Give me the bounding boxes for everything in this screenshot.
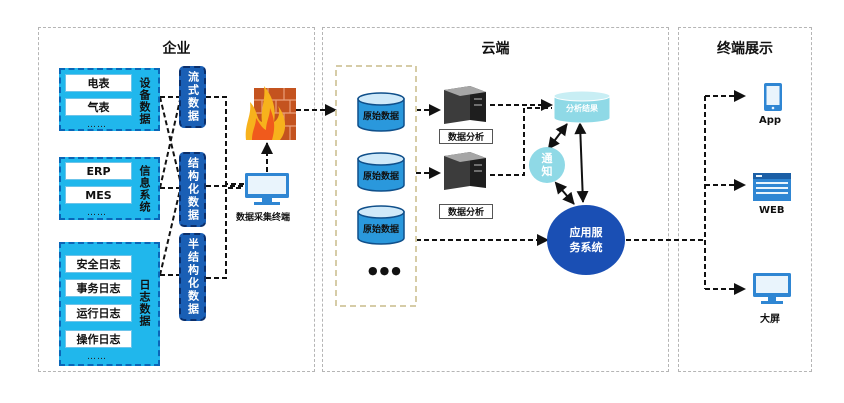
log-data-label: 日志数据 — [138, 279, 151, 327]
line-logs-to-structured — [159, 189, 181, 276]
enterprise-panel — [38, 27, 315, 372]
cloud-panel — [322, 27, 669, 372]
info-system-label: 信息系统 — [138, 165, 151, 213]
line-notify-to-results — [547, 123, 568, 150]
storage-more-dots: ●●● — [368, 264, 403, 277]
item-operation-log: 运行日志 — [65, 304, 132, 322]
database-icon — [357, 152, 405, 192]
browser-icon — [753, 173, 791, 201]
raw-data-label-2: 原始数据 — [362, 172, 399, 182]
item-gas-meter: 气表 — [65, 98, 132, 116]
line-semi-to-collector — [206, 187, 244, 279]
raw-data-store-2: 原始数据 — [357, 152, 405, 192]
line-stream-to-collector — [206, 96, 244, 185]
line-devices-to-structured — [159, 96, 181, 181]
item-mes: MES — [65, 186, 132, 204]
display-panel-title: 终端展示 — [717, 41, 773, 57]
server-icon — [444, 152, 486, 190]
collector-monitor-icon — [245, 173, 289, 205]
terminal-label-screen: 大屏 — [760, 314, 780, 325]
database-icon — [357, 205, 405, 245]
enterprise-panel-title: 企业 — [162, 41, 191, 57]
notify-label-line1: 通 — [541, 152, 553, 165]
raw-data-store-1: 原始数据 — [357, 92, 405, 132]
display-panel — [678, 27, 812, 372]
analysis-results-store: 分析结果 — [553, 90, 611, 124]
raw-data-label-3: 原始数据 — [362, 225, 399, 235]
monitor-icon — [753, 273, 791, 304]
item-electric-meter: 电表 — [65, 74, 132, 92]
log-dots: …… — [87, 352, 107, 362]
item-security-log: 安全日志 — [65, 255, 132, 273]
structured-data-pill: 结构化数据 — [179, 152, 206, 227]
item-erp: ERP — [65, 162, 132, 180]
database-icon — [357, 92, 405, 132]
server-label-1: 数据分析 — [439, 129, 493, 144]
cloud-panel-title: 云端 — [481, 41, 510, 57]
line-info-to-stream — [159, 99, 181, 189]
info-dots: …… — [87, 208, 107, 218]
collector-label: 数据采集终端 — [236, 213, 291, 223]
server-icon — [444, 86, 486, 124]
app-service-label-line1: 应用服 — [569, 226, 603, 239]
raw-data-label-1: 原始数据 — [362, 112, 399, 122]
database-icon — [553, 90, 611, 124]
line-server2-to-results — [490, 107, 552, 176]
notify-label-line2: 知 — [541, 165, 553, 178]
terminal-label-web: WEB — [759, 205, 785, 216]
item-transaction-log: 事务日志 — [65, 279, 132, 297]
app-service-node: 应用服 务系统 — [547, 205, 625, 275]
stream-data-pill: 流式数据 — [179, 66, 206, 128]
analysis-results-label: 分析结果 — [566, 104, 598, 113]
app-service-label-line2: 务系统 — [569, 241, 603, 254]
device-data-label: 设备数据 — [138, 77, 151, 125]
line-results-to-service — [574, 122, 589, 203]
notify-node: 通 知 — [529, 147, 565, 183]
semi-structured-data-pill: 半结构化数据 — [179, 233, 206, 321]
raw-data-store-3: 原始数据 — [357, 205, 405, 245]
item-action-log: 操作日志 — [65, 330, 132, 348]
storage-frame — [335, 65, 417, 307]
terminal-label-app: App — [759, 115, 782, 126]
tablet-icon — [764, 83, 782, 111]
line-notify-to-service — [554, 181, 575, 205]
device-dots: …… — [87, 120, 107, 130]
firewall-icon — [245, 86, 296, 140]
server-label-2: 数据分析 — [439, 204, 493, 219]
